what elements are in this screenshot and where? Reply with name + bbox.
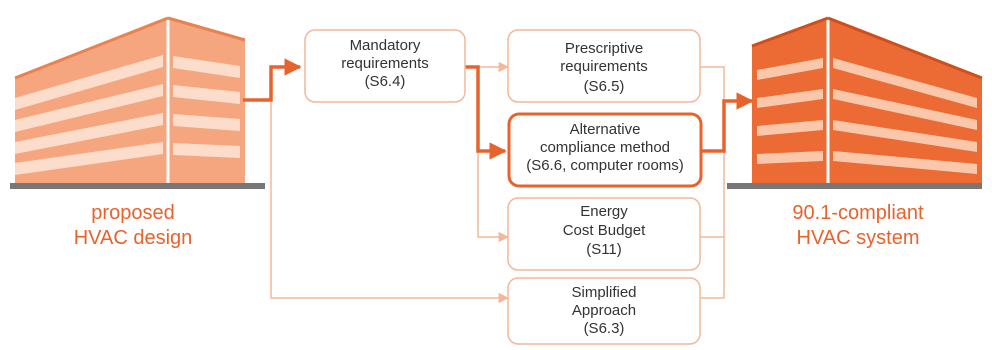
compliant-caption: 90.1-compliant HVAC system: [792, 202, 924, 249]
box-line: requirements: [560, 58, 648, 75]
box-line: compliance method: [540, 139, 670, 156]
box-line: Mandatory: [350, 37, 421, 54]
box-line: (S6.4): [365, 73, 406, 90]
box-line: requirements: [341, 55, 429, 72]
box-line: Energy: [580, 203, 628, 220]
simplified-approach-box: Simplified Approach (S6.3): [507, 277, 701, 345]
box-line: Cost Budget: [563, 222, 646, 239]
energy-cost-budget-box: Energy Cost Budget (S11): [507, 197, 701, 271]
box-line: (S6.5): [584, 78, 625, 95]
prescriptive-requirements-box: Prescriptive requirements (S6.5): [507, 29, 701, 103]
caption-line: 90.1-compliant: [792, 202, 924, 224]
connectors-accent: [243, 58, 754, 160]
caption-line: proposed: [91, 202, 174, 224]
caption-line: HVAC design: [74, 227, 193, 249]
ground-line: [727, 183, 982, 189]
box-line: Prescriptive: [565, 40, 643, 57]
box-line: (S6.3): [584, 320, 625, 337]
box-line: (S6.6, computer rooms): [526, 157, 684, 174]
alternative-compliance-box: Alternative compliance method (S6.6, com…: [507, 112, 703, 188]
box-line: Simplified: [571, 284, 636, 301]
building-compliant-icon: [727, 16, 983, 189]
box-line: Approach: [572, 302, 636, 319]
ground-line: [10, 183, 265, 189]
proposed-caption: proposed HVAC design: [74, 202, 193, 249]
mandatory-requirements-box: Mandatory requirements (S6.4): [304, 29, 466, 103]
building-proposed-icon: [10, 16, 265, 189]
box-line: (S11): [586, 241, 622, 258]
caption-line: HVAC system: [797, 227, 920, 249]
box-line: Alternative: [570, 121, 641, 138]
